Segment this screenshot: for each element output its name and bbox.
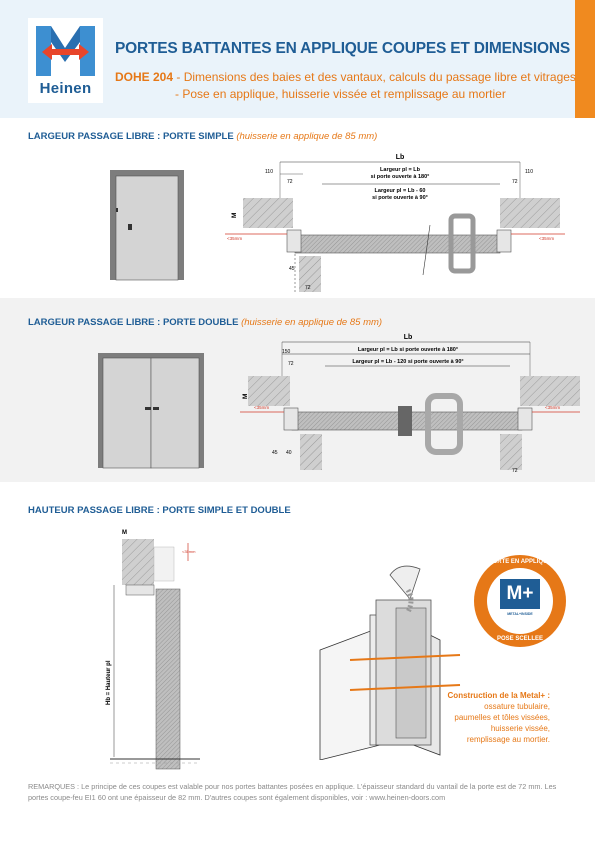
m-label: M bbox=[122, 530, 127, 536]
subtitle-text-1: - Dimensions des baies et des vantaux, c… bbox=[173, 70, 576, 84]
formula-180-a: Largeur pl = Lb bbox=[380, 167, 421, 173]
document-code: DOHE 204 bbox=[115, 70, 174, 84]
dim-35-right: <35mm bbox=[539, 236, 554, 241]
formula-90: Largeur pl = Lb - 120 si porte ouverte à… bbox=[352, 359, 463, 365]
double-door-elevation bbox=[98, 353, 204, 469]
door-leaf-section bbox=[155, 588, 181, 770]
dim-45: 45 bbox=[289, 266, 295, 272]
single-door-plan-section: Lb Largeur pl = Lb si porte ouverte à 18… bbox=[225, 154, 565, 292]
double-door-plan-section: Lb Largeur pl = Lb si porte ouverte à 18… bbox=[240, 334, 580, 474]
badge-bottom-text: POSE SCELLEE bbox=[496, 636, 543, 642]
single-door-elevation bbox=[110, 170, 184, 281]
formula-180: Largeur pl = Lb si porte ouverte à 180° bbox=[358, 347, 458, 353]
logo-text: Heinen bbox=[39, 80, 92, 97]
page-title: PORTES BATTANTES EN APPLIQUE COUPES ET D… bbox=[115, 40, 570, 57]
formula-90-a: Largeur pl = Lb - 60 bbox=[375, 188, 426, 194]
section-title-double: LARGEUR PASSAGE LIBRE : PORTE DOUBLE (hu… bbox=[28, 317, 382, 328]
heinen-logo: Heinen bbox=[28, 18, 103, 103]
subtitle-line-1: DOHE 204 - Dimensions des baies et des v… bbox=[115, 70, 576, 84]
formula-180-b: si porte ouverte à 180° bbox=[371, 174, 430, 180]
dim-110-left: 110 bbox=[265, 169, 273, 175]
subtitle-line-2: - Pose en applique, huisserie vissée et … bbox=[175, 87, 506, 101]
applique-badge: PORTE EN APPLIQUE M+ METAL+INSIDE POSE S… bbox=[474, 555, 566, 647]
lb-label: Lb bbox=[396, 154, 405, 161]
section-title-single: LARGEUR PASSAGE LIBRE : PORTE SIMPLE (hu… bbox=[28, 131, 377, 142]
dim-110-right: 110 bbox=[525, 169, 533, 175]
section-title-text: LARGEUR PASSAGE LIBRE : PORTE SIMPLE bbox=[28, 131, 237, 142]
badge-top-text: PORTE EN APPLIQUE bbox=[488, 559, 552, 565]
dim-45: 45 bbox=[272, 450, 278, 456]
formula-90-b: si porte ouverte à 90° bbox=[372, 195, 428, 201]
dim-72-left: 72 bbox=[287, 179, 293, 185]
wall-right bbox=[520, 376, 580, 406]
construction-line: huisserie vissée, bbox=[490, 724, 550, 733]
section-note: (huisserie en applique de 85 mm) bbox=[236, 131, 378, 142]
dim-35-left: <35mm bbox=[254, 405, 269, 410]
wall-left bbox=[243, 198, 293, 228]
dim-150: 150 bbox=[282, 349, 291, 355]
m-label: M bbox=[242, 394, 249, 399]
height-section-drawing: M <35mm Hb = Hauteur pl bbox=[106, 530, 200, 770]
lb-label: Lb bbox=[404, 334, 413, 341]
door-leaf bbox=[294, 234, 501, 254]
wall-right bbox=[500, 198, 560, 228]
dim-72-bottom: 72 bbox=[305, 285, 311, 291]
dim-72-bottom: 72 bbox=[512, 468, 518, 474]
dim-72-right: 72 bbox=[512, 179, 518, 185]
hb-label: Hb = Hauteur pl bbox=[106, 660, 112, 705]
badge-small-text: METAL+INSIDE bbox=[507, 612, 533, 616]
remarks-text: REMARQUES : Le principe de ces coupes es… bbox=[28, 782, 557, 802]
section-note: (huisserie en applique de 85 mm) bbox=[241, 317, 383, 328]
construction-line: remplissage au mortier. bbox=[466, 735, 550, 744]
construction-title: Construction de la Metal+ : bbox=[447, 691, 550, 700]
logo-mark-icon bbox=[36, 26, 95, 76]
dim-40: 40 bbox=[286, 450, 292, 456]
wall-left bbox=[248, 376, 290, 406]
dim-72: 72 bbox=[288, 361, 294, 367]
section-title-height: HAUTEUR PASSAGE LIBRE : PORTE SIMPLE ET … bbox=[28, 505, 291, 516]
construction-note: Construction de la Metal+ : ossature tub… bbox=[448, 690, 550, 745]
section-title-text: LARGEUR PASSAGE LIBRE : PORTE DOUBLE bbox=[28, 317, 242, 328]
badge-logo: M+ bbox=[500, 579, 540, 609]
construction-line: ossature tubulaire, bbox=[484, 702, 550, 711]
dim-35: <35mm bbox=[182, 549, 196, 554]
m-label: M bbox=[231, 213, 238, 218]
dim-35-left: <35mm bbox=[227, 236, 242, 241]
metal-plus-construction-illustration bbox=[319, 565, 461, 760]
dim-35-right: <35mm bbox=[545, 405, 560, 410]
orange-stripe bbox=[575, 0, 595, 118]
construction-line: paumelles et tôles vissées, bbox=[454, 713, 550, 722]
